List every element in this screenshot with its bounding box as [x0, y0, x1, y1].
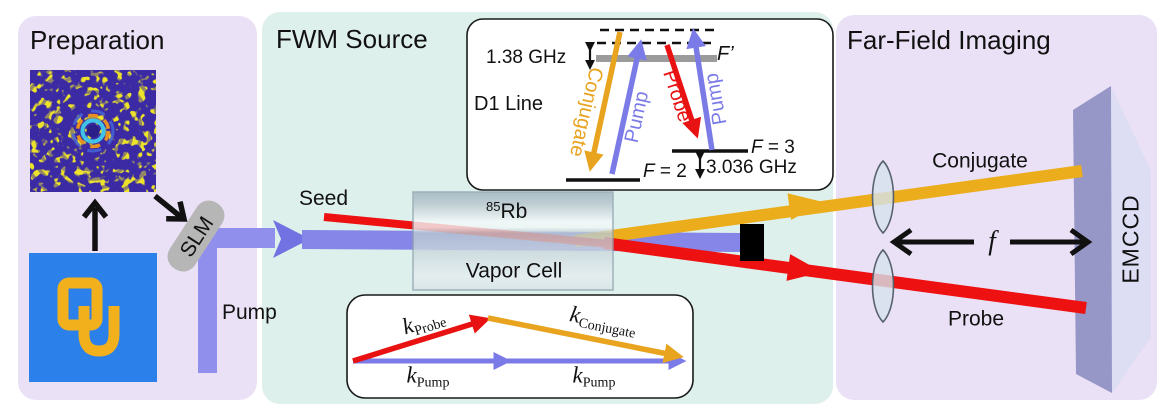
ou-logo — [29, 253, 157, 382]
probe-lens — [871, 248, 895, 324]
pump-label: Pump — [222, 301, 277, 324]
k-pump-right-subscript: Pump — [582, 375, 616, 391]
d1-line-label: D1 Line — [474, 93, 543, 115]
focal-length-label: f — [988, 225, 996, 256]
phase-matching-inset — [346, 294, 694, 399]
pump-beam-horizontal — [200, 228, 275, 248]
vapor-cell — [412, 191, 614, 291]
rb85-symbol: Rb — [500, 200, 528, 223]
pump-beam-vertical — [198, 244, 217, 373]
probe-transition-arrow — [664, 44, 702, 139]
k-probe-vector — [352, 314, 491, 364]
conjugate-beam-arrowhead — [787, 193, 823, 221]
pump-beam-arrowhead — [273, 220, 310, 258]
vortex-core — [86, 124, 100, 138]
k-conjugate-vector — [487, 315, 684, 363]
f2-symbol: F — [643, 161, 655, 182]
rb85-superscript: 85 — [486, 199, 501, 214]
conjugate-lens — [871, 159, 895, 235]
f3-value: = 3 — [762, 137, 795, 158]
pump-transition-arrow-right — [686, 28, 715, 151]
f2-value: = 2 — [654, 161, 687, 182]
rb85-label: 85Rb — [486, 200, 527, 222]
conjugate-beam — [574, 165, 1083, 247]
beam-block — [740, 224, 764, 261]
hyperfine-split-label: 3.036 GHz — [706, 157, 797, 178]
to-slm-arrow — [153, 193, 188, 222]
slm-mirror — [167, 200, 225, 272]
k-symbol: k — [572, 362, 583, 388]
far-field-title: Far-Field Imaging — [847, 25, 1051, 55]
k-pump-left-subscript: Pump — [416, 375, 450, 391]
focal-length-arrow — [889, 227, 1093, 257]
f3-symbol: F — [751, 137, 763, 158]
emccd-label: EMCCD — [1117, 194, 1144, 284]
conjugate-transition-arrow — [584, 31, 623, 172]
f2-level-label: F = 2 — [643, 162, 687, 181]
excited-state-label: F’ — [717, 43, 734, 65]
upload-arrow — [81, 198, 109, 251]
seed-label: Seed — [299, 187, 349, 210]
ou-letter-u — [78, 306, 120, 357]
fwm-source-title: FWM Source — [276, 24, 428, 54]
detuning-label: 1.38 GHz — [486, 47, 567, 68]
k-pump-right-label: kPump — [573, 364, 616, 391]
k-symbol: k — [406, 362, 417, 388]
emccd-detector — [1073, 86, 1151, 393]
k-pump-left-label: kPump — [407, 364, 450, 391]
phase-pattern-image — [30, 70, 156, 192]
pump-transition-arrow-left — [609, 39, 647, 175]
conjugate-beam-label: Conjugate — [932, 149, 1028, 173]
probe-beam — [603, 237, 1087, 314]
preparation-title: Preparation — [30, 25, 165, 55]
probe-beam-label: Probe — [947, 307, 1005, 331]
probe-beam-arrowhead — [786, 254, 822, 281]
vapor-cell-label: Vapor Cell — [465, 259, 563, 283]
energy-level-inset — [466, 18, 834, 191]
f3-level-label: F = 3 — [751, 138, 795, 157]
